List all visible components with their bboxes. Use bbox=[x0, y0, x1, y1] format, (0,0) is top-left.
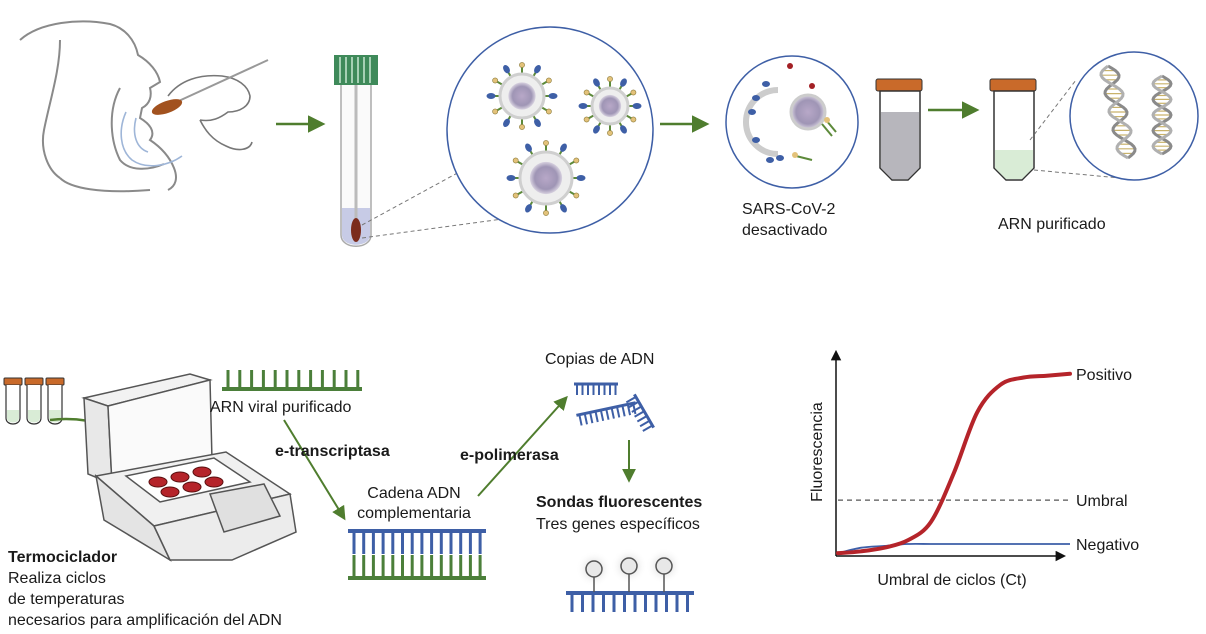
label-inactivated-line1: SARS-CoV-2 bbox=[742, 201, 835, 218]
chart-ylabel: Fluorescencia bbox=[809, 402, 826, 502]
glove-hand bbox=[167, 74, 253, 151]
inactivated-virus-fragments bbox=[743, 63, 837, 163]
complementary-dna-strand bbox=[348, 529, 486, 580]
label-polymerase: e-polimerasa bbox=[460, 447, 559, 464]
arrow-cdna-to-copies bbox=[477, 395, 568, 497]
series-negativo-line bbox=[837, 542, 1070, 555]
arrow-rna-to-cdna bbox=[283, 419, 346, 521]
virus-particles bbox=[486, 62, 642, 216]
rna-helices bbox=[1099, 64, 1173, 160]
virus-zoom-circle bbox=[446, 26, 654, 234]
swab-tip bbox=[151, 99, 183, 115]
zoom-line-1b bbox=[361, 217, 511, 239]
helix bbox=[1151, 74, 1173, 156]
label-purified-rna: ARN purificado bbox=[998, 216, 1106, 233]
thermocycler-desc-line2: de temperaturas bbox=[8, 591, 125, 608]
label-rt-enzyme: e-transcriptasa bbox=[275, 443, 390, 460]
inactivated-tube bbox=[875, 78, 923, 181]
threshold-label: Umbral bbox=[1076, 493, 1128, 510]
thermocycler-desc-line1: Realiza ciclos bbox=[8, 570, 106, 587]
amplification-chart: Positivo Negativo Umbral Umbral de ciclo… bbox=[809, 349, 1139, 589]
sample-tube bbox=[334, 55, 378, 247]
thermocycler-desc-line3: necesarios para amplificación del ADN bbox=[8, 612, 282, 629]
label-probes-sub: Tres genes específicos bbox=[536, 516, 700, 533]
dna-copy-3 bbox=[625, 393, 655, 432]
label-cdna-line2: complementaria bbox=[357, 505, 471, 522]
thermocycler-machine bbox=[81, 373, 297, 562]
chart-xlabel: Umbral de ciclos (Ct) bbox=[877, 572, 1026, 589]
series-label-negativo: Negativo bbox=[1076, 537, 1139, 554]
fluorescent-probes bbox=[576, 548, 682, 592]
small-tubes bbox=[3, 377, 65, 425]
thermocycler-wells bbox=[148, 466, 224, 498]
label-cdna-line1: Cadena ADN bbox=[367, 485, 460, 502]
viral-rna-strand bbox=[222, 370, 362, 391]
swab-stick bbox=[169, 59, 269, 106]
dna-copy-1 bbox=[574, 382, 618, 395]
thermocycler-title: Termociclador bbox=[8, 549, 117, 566]
label-viral-rna: ARN viral purificado bbox=[210, 399, 351, 416]
virus-particle bbox=[486, 62, 558, 130]
series-label-positivo: Positivo bbox=[1076, 367, 1132, 384]
label-inactivated-line2: desactivado bbox=[742, 222, 827, 239]
purified-rna-tube bbox=[989, 78, 1037, 181]
zoom-line-2a bbox=[1029, 79, 1077, 141]
virus-particle bbox=[506, 140, 586, 216]
zoom-line-2b bbox=[1033, 169, 1121, 179]
patient-head-outline bbox=[19, 20, 177, 193]
label-dna-copies: Copias de ADN bbox=[545, 351, 654, 368]
nasal-cavity bbox=[120, 111, 183, 167]
dna-copy-2 bbox=[576, 401, 637, 426]
virus-particle bbox=[578, 76, 642, 136]
rna-zoom-circle bbox=[1069, 51, 1199, 181]
inactivated-virus-circle bbox=[725, 55, 859, 189]
label-probes-title: Sondas fluorescentes bbox=[536, 494, 702, 511]
probe-dna-strand bbox=[566, 591, 694, 612]
helix bbox=[1099, 64, 1137, 160]
series-positivo-line bbox=[836, 371, 1072, 556]
